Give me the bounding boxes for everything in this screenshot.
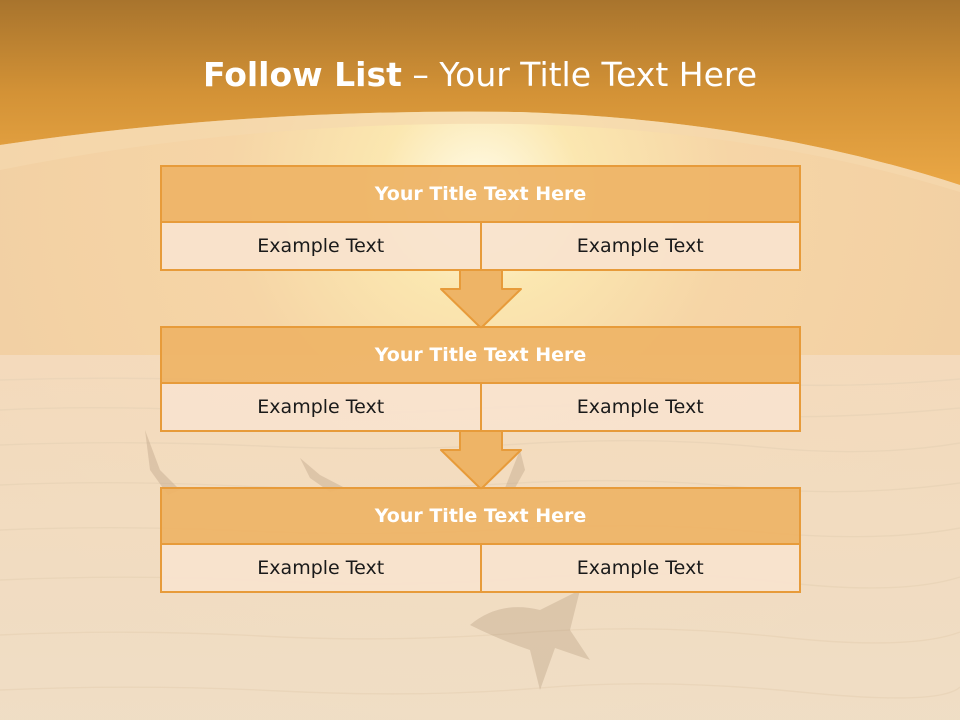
step-box-1: Your Title Text Here Example Text Exampl… [160,165,801,271]
down-arrow-icon [440,269,522,329]
slide-title-rest: – Your Title Text Here [401,55,758,94]
step-cell-left: Example Text [162,384,480,430]
step-row: Example Text Example Text [162,545,799,591]
step-cell-left: Example Text [162,545,480,591]
step-row: Example Text Example Text [162,223,799,269]
step-title: Your Title Text Here [162,167,799,223]
step-box-3: Your Title Text Here Example Text Exampl… [160,487,801,593]
step-cell-left: Example Text [162,223,480,269]
step-cell-right: Example Text [479,384,799,430]
step-title: Your Title Text Here [162,328,799,384]
down-arrow-icon [440,430,522,490]
step-title: Your Title Text Here [162,489,799,545]
slide-title: Follow List – Your Title Text Here [0,52,960,98]
step-cell-right: Example Text [479,545,799,591]
step-cell-right: Example Text [479,223,799,269]
slide-title-bold: Follow List [202,55,402,94]
step-row: Example Text Example Text [162,384,799,430]
step-box-2: Your Title Text Here Example Text Exampl… [160,326,801,432]
